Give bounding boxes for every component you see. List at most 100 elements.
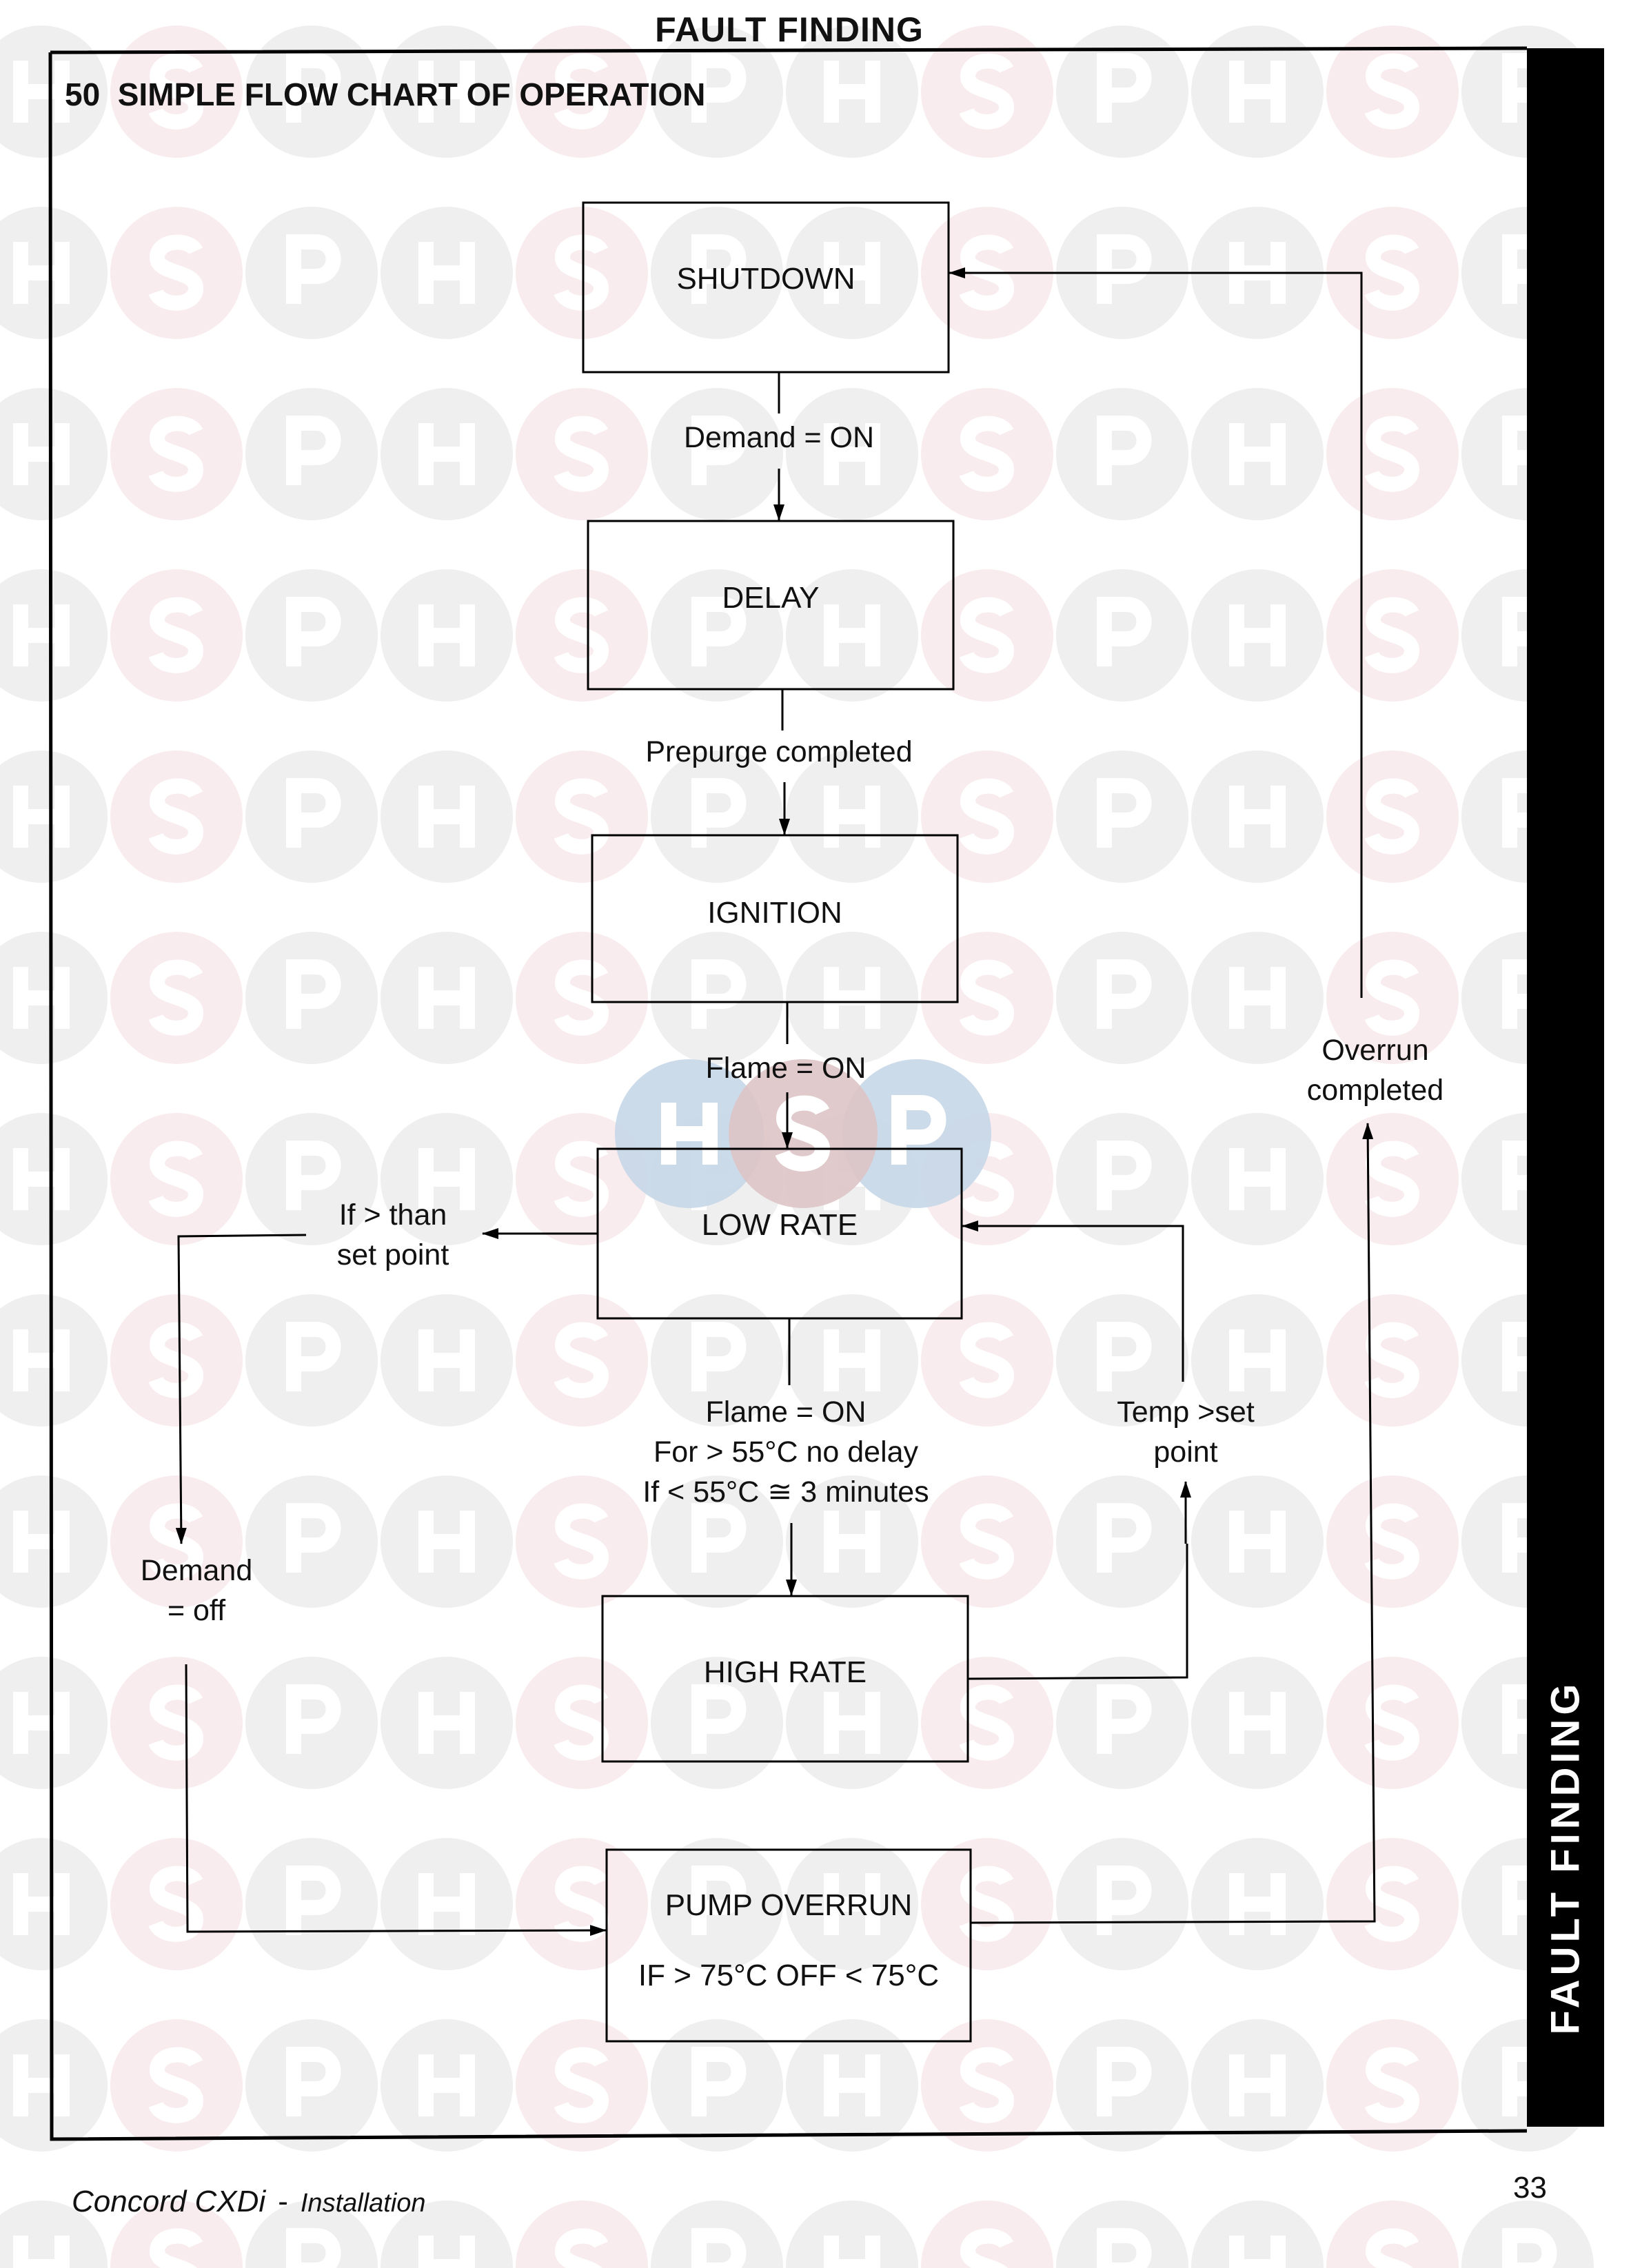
- watermark-letter-s-shape: [554, 1322, 609, 1398]
- watermark-letter-p-shape: [691, 1322, 747, 1391]
- watermark-circle: [1326, 25, 1459, 158]
- watermark-letter-s-shape: [554, 1503, 609, 1580]
- watermark-letter-h-shape: [418, 786, 475, 848]
- watermark-letter-s-shape: [554, 416, 609, 492]
- watermark-circle: [651, 1838, 783, 1970]
- watermark-letter-h-shape: [824, 2236, 880, 2268]
- sidebar-tab: [1527, 48, 1604, 2127]
- watermark-letter-s-shape: [148, 416, 204, 492]
- watermark-letter-p-shape: [691, 1866, 747, 1935]
- edge-label-line: point: [1153, 1436, 1218, 1469]
- watermark-circle: [1326, 750, 1459, 883]
- watermark-letter-p-shape: [691, 597, 747, 666]
- watermark-circle: [1056, 2200, 1188, 2268]
- edge-label-greater-than-set-point: If > than set point: [310, 1195, 476, 1275]
- node-label-pump-overrun: PUMP OVERRUN: [665, 1888, 913, 1922]
- watermark-circle: [516, 388, 648, 520]
- watermark-letter-h-shape: [13, 786, 70, 848]
- watermark-circle: [0, 388, 108, 520]
- watermark-letter-s-shape: [1364, 53, 1420, 130]
- watermark-circle: [1191, 388, 1324, 520]
- watermark-letter-p-shape: [1097, 1503, 1152, 1573]
- watermark-circle: [1191, 569, 1324, 702]
- watermark-circle: [921, 388, 1053, 520]
- watermark-letter-p-shape: [286, 778, 341, 848]
- watermark-circle: [245, 388, 378, 520]
- watermark-circle: [245, 2019, 378, 2152]
- node-label-shutdown: SHUTDOWN: [676, 262, 855, 296]
- watermark-circle: [1056, 1294, 1188, 1427]
- watermark-letter-p-shape: [286, 2047, 341, 2116]
- watermark-circle: [1326, 388, 1459, 520]
- watermark-letter-s-shape: [1364, 1141, 1420, 1217]
- edge-label-line: Prepurge completed: [645, 735, 913, 768]
- node-label-high-rate: HIGH RATE: [703, 1655, 867, 1689]
- watermark-circle: [516, 1657, 648, 1789]
- watermark-letter-p-shape: [691, 1684, 747, 1754]
- watermark-circle: [110, 1838, 243, 1970]
- watermark-letter-p-shape: [286, 597, 341, 666]
- edge-label-line: Flame = ON: [705, 1396, 867, 1429]
- edge-label-demand-on: Demand = ON: [607, 418, 951, 458]
- footer-product: Concord CXDi-Installation: [72, 2185, 426, 2219]
- page-frame: [48, 46, 1528, 2141]
- watermark-letter-h-shape: [13, 1873, 70, 1935]
- watermark-letter-h-shape: [418, 423, 475, 485]
- watermark-circle: [245, 1657, 378, 1789]
- watermark-circle: [1191, 1838, 1324, 1970]
- node-box-shutdown: [582, 201, 950, 374]
- watermark-circle: [1056, 1657, 1188, 1789]
- watermark-letter-h-shape: [418, 61, 475, 123]
- watermark-circle: [110, 1657, 243, 1789]
- watermark-letter-p-shape: [1097, 416, 1152, 485]
- watermark-letter-h-shape: [418, 1148, 475, 1210]
- watermark-letter-p-shape: [691, 2047, 747, 2116]
- watermark-circle: [651, 25, 783, 158]
- watermark-letter-h-shape: [1229, 786, 1286, 848]
- node-label-delay: DELAY: [722, 581, 820, 615]
- watermark-circle: [516, 25, 648, 158]
- watermark-circle: [786, 2200, 918, 2268]
- watermark-circle: [0, 932, 108, 1064]
- watermark-letter-p-shape: [691, 1503, 747, 1573]
- watermark-letter-h-shape: [1229, 967, 1286, 1029]
- watermark-letter-h-shape: [13, 1329, 70, 1391]
- watermark-letter-s-shape: [1364, 416, 1420, 492]
- watermark-circle: [381, 1657, 513, 1789]
- product-name: Concord CXDi: [72, 2185, 266, 2218]
- watermark-circle: [0, 1657, 108, 1789]
- watermark-letter-h-shape: [1229, 604, 1286, 666]
- watermark-letter-s-shape: [148, 1866, 204, 1942]
- watermark-circle: [921, 932, 1053, 1064]
- watermark-circle: [110, 932, 243, 1064]
- watermark-letter-h-shape: [418, 1692, 475, 1754]
- node-box-pump-overrun: [605, 1848, 972, 2043]
- edge-label-line: Overrun: [1321, 1034, 1429, 1067]
- watermark-circle: [1326, 1294, 1459, 1427]
- watermark-letter-h-shape: [824, 242, 880, 304]
- watermark-circle: [651, 2200, 783, 2268]
- watermark-letter-p-shape: [1097, 1866, 1152, 1935]
- watermark-circle: [921, 1838, 1053, 1970]
- watermark-circle: [1326, 1838, 1459, 1970]
- watermark-circle: [1461, 2200, 1594, 2268]
- section-title: SIMPLE FLOW CHART OF OPERATION: [117, 76, 706, 112]
- watermark-circle: [786, 750, 918, 883]
- watermark-circle: [245, 2200, 378, 2268]
- watermark-letter-h-shape: [824, 1692, 880, 1754]
- watermark-letter-p-shape: [691, 778, 747, 848]
- watermark-circle: [1191, 2200, 1324, 2268]
- watermark-letter-h-shape: [13, 423, 70, 485]
- watermark-letter-s-shape: [1364, 597, 1420, 673]
- watermark-letter-h-shape: [1229, 2054, 1286, 2116]
- watermark-letter-h-shape: [13, 2236, 70, 2268]
- watermark-letter-h-shape: [13, 1511, 70, 1573]
- watermark-letter-h-shape: [824, 1511, 880, 1573]
- watermark-letter-p-shape: [1097, 1141, 1152, 1210]
- watermark-letter-s-shape: [554, 2228, 609, 2268]
- watermark-circle: [0, 207, 108, 339]
- watermark-circle: [1056, 25, 1188, 158]
- watermark-circle: [1056, 1838, 1188, 1970]
- watermark-letter-p-shape: [286, 1503, 341, 1573]
- watermark-circle: [1326, 1475, 1459, 1608]
